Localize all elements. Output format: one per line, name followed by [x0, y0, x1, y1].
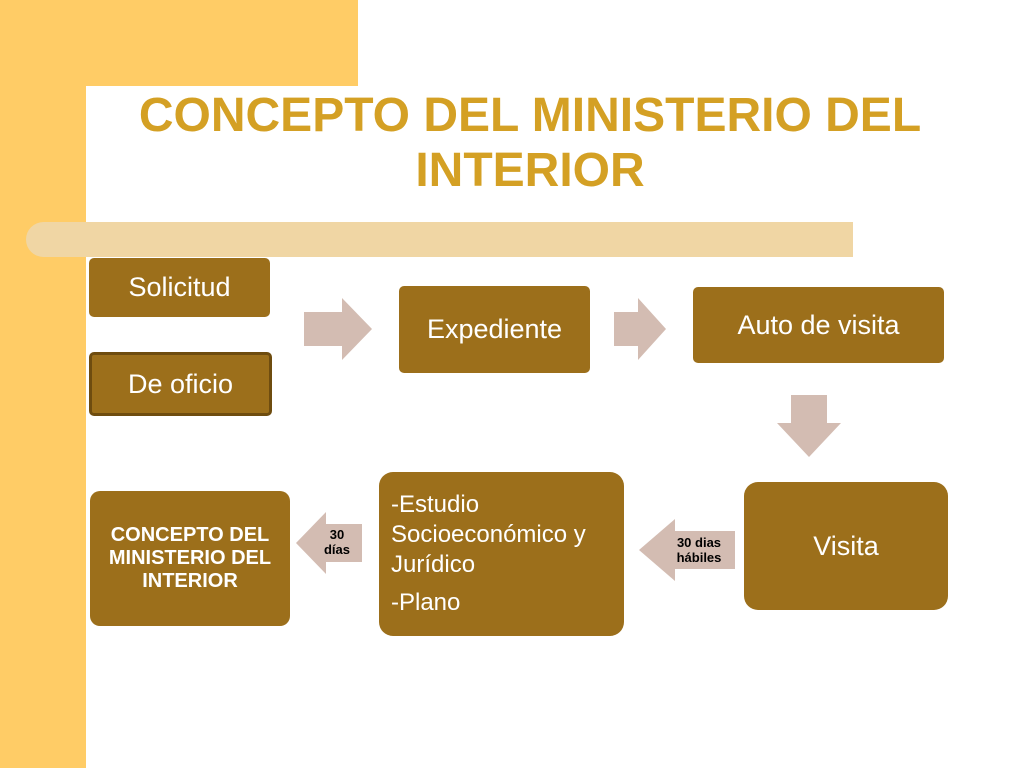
background-accent-top: [0, 0, 358, 86]
arrow-left-icon: [639, 519, 735, 581]
node-solicitud: Solicitud: [89, 258, 270, 317]
arrow-right-icon: [304, 298, 372, 360]
arrow-label-30-dias: 30 días: [323, 527, 350, 557]
estudio-item-plano: -Plano: [391, 589, 461, 616]
arrow-right-icon: [614, 298, 666, 360]
background-accent-left: [0, 0, 86, 768]
slide-title: CONCEPTO DEL MINISTERIO DEL INTERIOR: [138, 89, 922, 197]
node-estudio: -Estudio Socioeconómico y Jurídico -Plan…: [379, 472, 624, 636]
node-de-oficio: De oficio: [89, 352, 272, 416]
arrow-left-icon: [296, 512, 362, 574]
node-auto-de-visita: Auto de visita: [693, 287, 944, 363]
node-expediente: Expediente: [399, 286, 590, 373]
estudio-item-socioeconomico: -Estudio Socioeconómico y Jurídico: [391, 491, 586, 578]
node-concepto-ministerio: CONCEPTO DEL MINISTERIO DEL INTERIOR: [90, 491, 290, 626]
arrow-down-icon: [777, 395, 841, 457]
arrow-label-30-dias-habiles: 30 dias hábiles: [676, 535, 722, 565]
title-underline-bar: [26, 222, 853, 257]
node-visita: Visita: [744, 482, 948, 610]
